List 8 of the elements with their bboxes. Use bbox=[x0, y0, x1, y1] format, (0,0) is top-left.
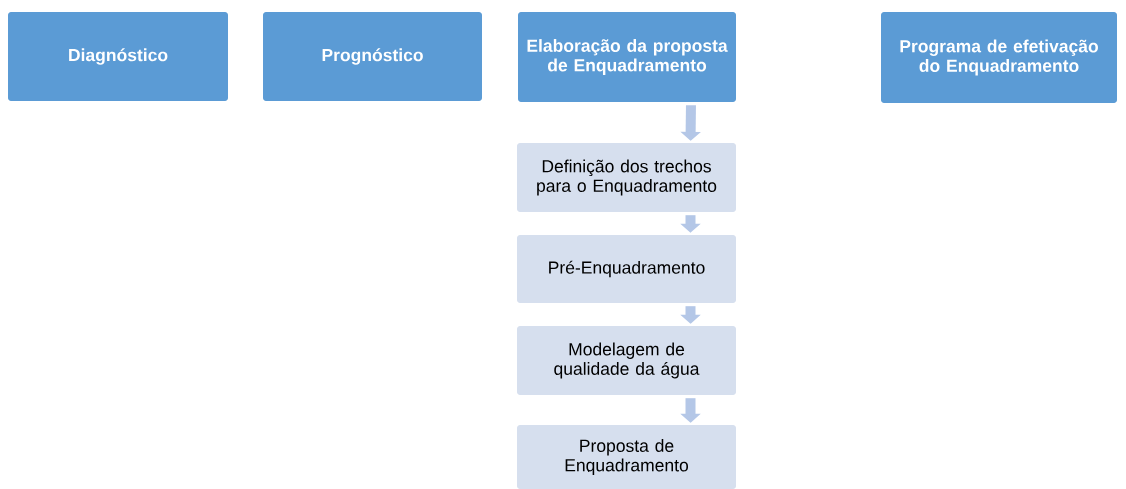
step-box: Definição dos trechos para o Enquadramento bbox=[517, 143, 736, 212]
stage-box: Prognóstico bbox=[263, 12, 482, 101]
stage-box: Diagnóstico bbox=[8, 12, 228, 101]
step-box: Proposta de Enquadramento bbox=[517, 425, 736, 489]
step-box: Pré-Enquadramento bbox=[517, 235, 736, 303]
stage-box: Programa de efetivação do Enquadramento bbox=[881, 12, 1117, 103]
stage-box: Elaboração da proposta de Enquadramento bbox=[518, 12, 736, 102]
step-box: Modelagem de qualidade da água bbox=[517, 326, 736, 395]
